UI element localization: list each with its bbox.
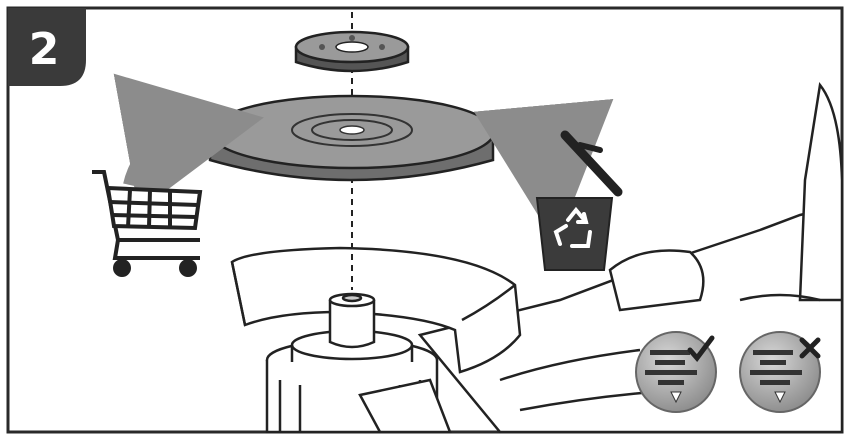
correct-mounting-check-icon <box>635 331 717 413</box>
recycle-bin-icon <box>535 130 623 271</box>
clamping-flange <box>294 30 410 73</box>
step-badge: 2 <box>8 8 86 86</box>
incorrect-mounting-cross-icon <box>739 331 821 413</box>
recycle-symbol-icon <box>553 206 592 248</box>
step-number: 2 <box>29 24 60 75</box>
shopping-cart-icon <box>92 170 203 277</box>
new-disc-arrow <box>113 73 264 212</box>
spindle-assembly <box>265 292 452 434</box>
discard-disc-arrow <box>473 98 614 245</box>
grinding-disc <box>208 94 496 182</box>
